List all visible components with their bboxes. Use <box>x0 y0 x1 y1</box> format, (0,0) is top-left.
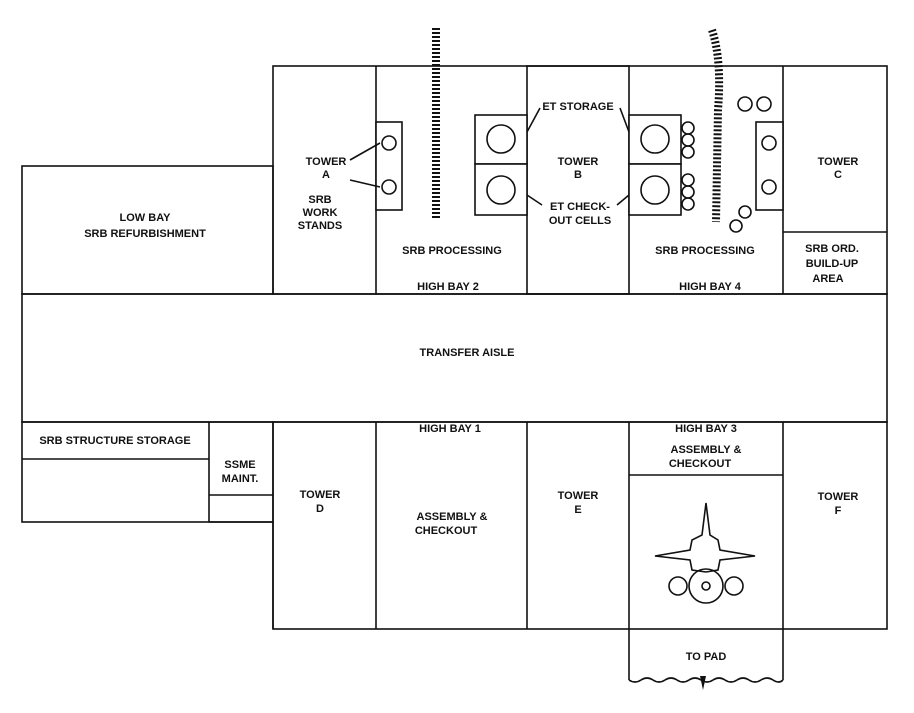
assembly-checkout-1-label: ASSEMBLY & <box>417 511 488 523</box>
assembly-checkout-1-label-2: CHECKOUT <box>415 525 478 537</box>
et-cells <box>474 107 695 216</box>
tower-b-letter: B <box>574 169 582 181</box>
et-storage-label: ET STORAGE <box>542 101 613 113</box>
tower-f-letter: F <box>835 505 842 517</box>
et-checkout-label: ET CHECK- <box>550 201 610 213</box>
tower-c-label: TOWER <box>818 156 859 168</box>
tower-c-letter: C <box>834 169 842 181</box>
et-checkout-label-2: OUT CELLS <box>549 215 611 227</box>
srb-ord-label-3: AREA <box>812 273 843 285</box>
srb-work-stands-c <box>729 96 784 233</box>
high-bay-2-label: HIGH BAY 2 <box>417 281 479 293</box>
srb-work-stands-label: SRB <box>308 194 331 206</box>
srb-ord-label-2: BUILD-UP <box>806 258 859 270</box>
srb-structure-storage-label: SRB STRUCTURE STORAGE <box>39 435 190 447</box>
tower-f-label: TOWER <box>818 491 859 503</box>
assembly-checkout-3-label-2: CHECKOUT <box>669 458 732 470</box>
tower-e-letter: E <box>574 504 581 516</box>
high-bay-4-label: HIGH BAY 4 <box>679 281 742 293</box>
ssme-maint-label-2: MAINT. <box>222 473 259 485</box>
tower-a-label: TOWER <box>306 156 347 168</box>
transfer-aisle-label: TRANSFER AISLE <box>420 347 515 359</box>
assembly-checkout-3-label: ASSEMBLY & <box>671 444 742 456</box>
towers-bottom <box>375 422 784 629</box>
tower-b-label: TOWER <box>558 156 599 168</box>
tower-d-letter: D <box>316 503 324 515</box>
low-bay-sub-label: SRB REFURBISHMENT <box>84 228 206 240</box>
tower-a-letter: A <box>322 169 330 181</box>
low-bay-label: LOW BAY <box>120 212 172 224</box>
orbiter-icon <box>654 502 756 604</box>
srb-work-stands-a <box>349 121 403 211</box>
labels: LOW BAY SRB REFURBISHMENT TOWER A SRB WO… <box>39 101 859 663</box>
crane-rails <box>432 28 724 223</box>
srb-work-stands-label-2: WORK <box>303 207 338 219</box>
high-bay-1-label: HIGH BAY 1 <box>419 423 481 435</box>
tower-e-label: TOWER <box>558 490 599 502</box>
srb-processing-left-label: SRB PROCESSING <box>402 245 502 257</box>
high-bay-3-label: HIGH BAY 3 <box>675 423 737 435</box>
srb-work-stands-label-3: STANDS <box>298 220 342 232</box>
ssme-maint-label: SSME <box>224 459 255 471</box>
srb-ord-label: SRB ORD. <box>805 243 859 255</box>
tower-d-label: TOWER <box>300 489 341 501</box>
srb-processing-right-label: SRB PROCESSING <box>655 245 755 257</box>
to-pad-path <box>628 629 784 690</box>
to-pad-label: TO PAD <box>686 651 727 663</box>
